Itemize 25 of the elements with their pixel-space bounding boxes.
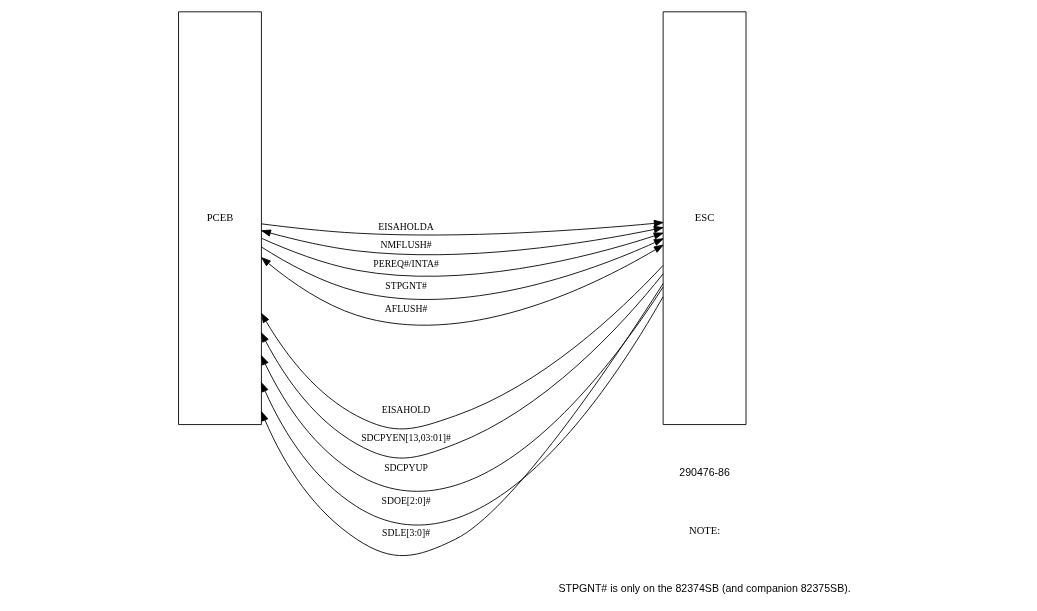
arrow bbox=[261, 238, 664, 300]
arrow bbox=[261, 225, 664, 256]
edge-label: SDCPYEN[13,03:01]# bbox=[361, 432, 451, 444]
label: NOTE: bbox=[689, 525, 721, 536]
node-box: PCEB bbox=[178, 11, 262, 425]
arrow bbox=[261, 219, 664, 236]
edge-label: SDOE[2:0]# bbox=[381, 494, 431, 506]
edge-label: NMFLUSH# bbox=[380, 239, 432, 250]
edge-label: EISAHOLDA bbox=[378, 221, 434, 233]
edge-label: SDLE[3:0]# bbox=[382, 527, 431, 539]
arrow bbox=[261, 232, 664, 277]
label: 290476-86 bbox=[679, 465, 730, 478]
node-box: ESC bbox=[662, 11, 747, 425]
edge-label: EISAHOLD bbox=[381, 403, 431, 415]
edge-label: SDCPYUP bbox=[384, 462, 428, 474]
edge-label: AFLUSH# bbox=[384, 303, 428, 315]
arrow bbox=[261, 296, 664, 526]
arrow bbox=[261, 286, 664, 492]
arrow bbox=[261, 273, 664, 459]
edge-label: PEREQ#/INTA# bbox=[373, 258, 439, 270]
arrow bbox=[261, 283, 664, 556]
edge-label: STPGNT# bbox=[385, 279, 427, 291]
arrow bbox=[261, 244, 664, 326]
arrow bbox=[261, 265, 664, 430]
label: STPGNT# is only on the 82374SB (and companion 82375SB). bbox=[558, 582, 851, 595]
